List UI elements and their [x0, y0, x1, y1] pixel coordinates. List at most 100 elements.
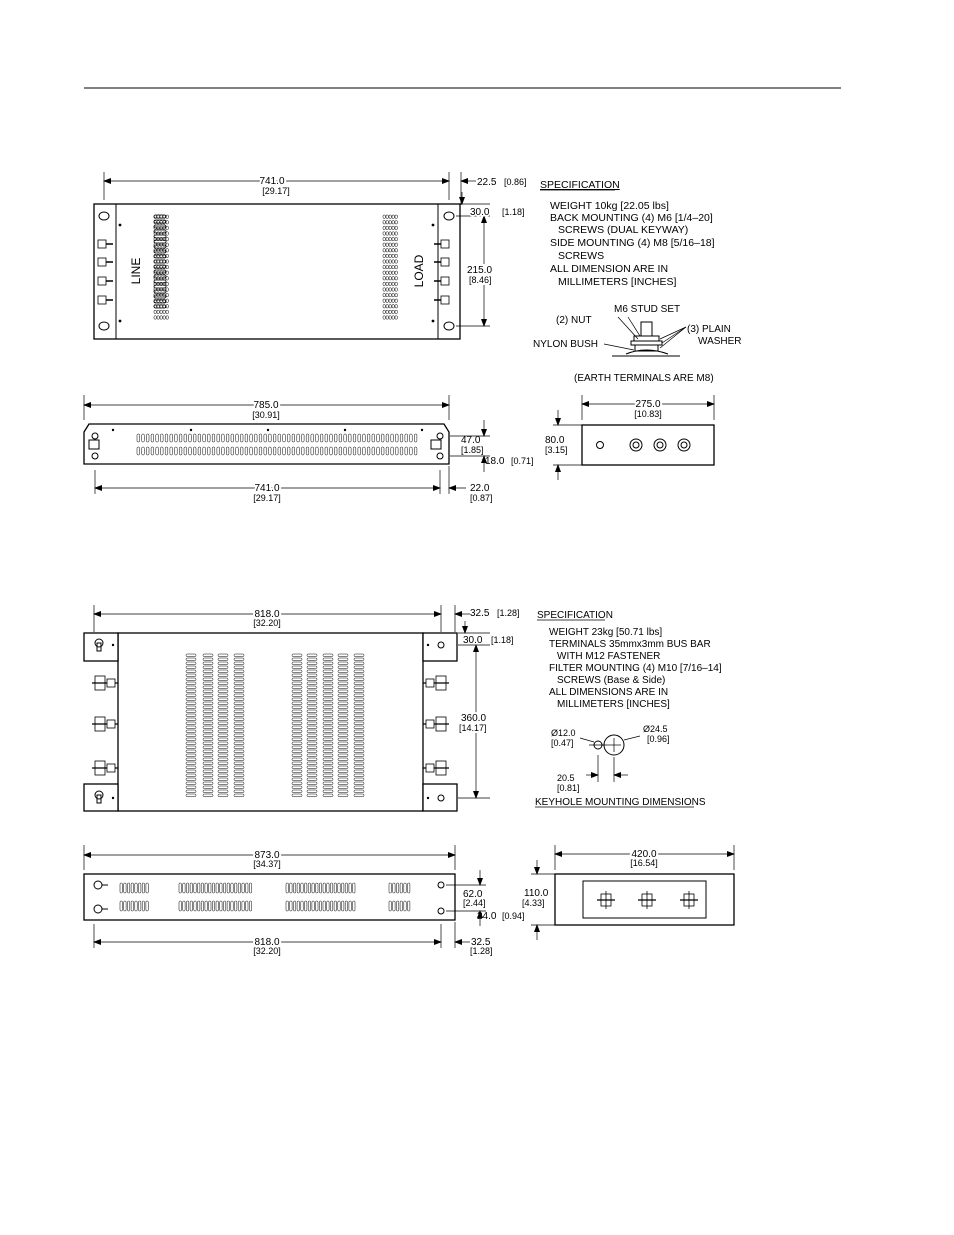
vent-slot	[409, 433, 413, 443]
fig2-spec-line: FILTER MOUNTING (4) M10 [7/16–14]	[549, 663, 722, 674]
vent-slot	[233, 769, 245, 773]
vent-slot	[388, 276, 392, 281]
vent-slot	[233, 701, 245, 705]
vent-slot	[343, 446, 347, 456]
vent-slot	[159, 225, 163, 230]
vent-slot	[353, 773, 365, 777]
vent-slot	[385, 231, 389, 236]
vent-slot	[337, 737, 349, 741]
vent-slot	[306, 661, 318, 665]
vent-slot	[337, 781, 349, 785]
vent-slot	[333, 882, 337, 894]
vent-slot	[233, 721, 245, 725]
vent-slot	[183, 433, 187, 443]
vent-slot	[233, 773, 245, 777]
vent-slot	[353, 725, 365, 729]
vent-slot	[391, 287, 395, 292]
vent-slot	[300, 882, 304, 894]
vent-slot	[306, 725, 318, 729]
vent-slot	[202, 777, 214, 781]
vent-slot	[233, 777, 245, 781]
vent-slot	[353, 729, 365, 733]
vent-slot	[169, 433, 173, 443]
vent-slot	[306, 677, 318, 681]
vent-slot	[306, 737, 318, 741]
vent-slot	[385, 248, 389, 253]
vent-slot	[337, 721, 349, 725]
vent-slot	[185, 673, 197, 677]
vent-slot	[289, 900, 293, 912]
vent-slot	[202, 737, 214, 741]
vent-slot	[291, 673, 303, 677]
vent-slot	[390, 446, 394, 456]
vent-slot	[217, 693, 229, 697]
vent-slot	[217, 709, 229, 713]
vent-slot	[162, 231, 166, 236]
vent-slot	[156, 265, 160, 270]
vent-slot	[156, 309, 160, 314]
vent-slot	[306, 785, 318, 789]
vent-slot	[156, 248, 160, 253]
vent-slot	[382, 304, 386, 309]
fig1-end-view: 275.0 [10.83] 80.0 [3.15]	[545, 395, 715, 480]
vent-slot	[396, 900, 400, 912]
vent-slot	[153, 225, 157, 230]
vent-slot	[202, 685, 214, 689]
vent-slot	[388, 281, 392, 286]
vent-slot	[291, 685, 303, 689]
fig1-top-view: LINE LOAD	[93, 203, 461, 340]
vent-slot	[337, 657, 349, 661]
vent-slot	[306, 705, 318, 709]
vent-slot	[185, 725, 197, 729]
vent-slot	[391, 265, 395, 270]
vent-slot	[155, 433, 159, 443]
vent-slot	[337, 757, 349, 761]
vent-slot	[233, 733, 245, 737]
vent-slot	[127, 900, 131, 912]
fig1-side-h1-in: [1.85]	[461, 445, 484, 455]
vent-slot	[344, 882, 348, 894]
vent-slot	[353, 653, 365, 657]
vent-slot	[193, 446, 197, 456]
vent-slot	[169, 446, 173, 456]
vent-slot	[136, 446, 140, 456]
vent-slot	[202, 677, 214, 681]
vent-slot	[291, 765, 303, 769]
vent-slot	[291, 757, 303, 761]
vent-slot	[322, 773, 334, 777]
vent-slot	[202, 709, 214, 713]
vent-slot	[296, 900, 300, 912]
vent-slot	[306, 765, 318, 769]
vent-slot	[153, 309, 157, 314]
vent-slot	[306, 665, 318, 669]
vent-slot	[156, 220, 160, 225]
vent-slot	[233, 697, 245, 701]
fig1-side-overall-in: [30.91]	[252, 410, 280, 420]
vent-slot	[282, 446, 286, 456]
vent-slot	[159, 293, 163, 298]
vent-slot	[348, 446, 352, 456]
vent-slot	[315, 433, 319, 443]
vent-slot	[185, 689, 197, 693]
vent-slot	[153, 242, 157, 247]
vent-slot	[310, 446, 314, 456]
fig2-spec-line: WEIGHT 23kg [50.71 lbs]	[549, 627, 662, 638]
vent-slot	[399, 446, 404, 456]
vent-slot	[156, 298, 160, 303]
vent-slot	[141, 433, 145, 443]
vent-slot	[189, 882, 193, 894]
vent-slot	[141, 882, 145, 894]
vent-slot	[353, 737, 365, 741]
vent-slot	[162, 259, 166, 264]
vent-slot	[322, 701, 334, 705]
vent-slot	[353, 745, 365, 749]
vent-slot	[353, 721, 365, 725]
vent-slot	[159, 276, 163, 281]
vent-slot	[202, 769, 214, 773]
vent-slot	[353, 689, 365, 693]
vent-slot	[164, 446, 169, 456]
vent-slot	[337, 653, 349, 657]
vent-slot	[188, 446, 192, 456]
vent-slot	[337, 761, 349, 765]
vent-slot	[311, 900, 315, 912]
